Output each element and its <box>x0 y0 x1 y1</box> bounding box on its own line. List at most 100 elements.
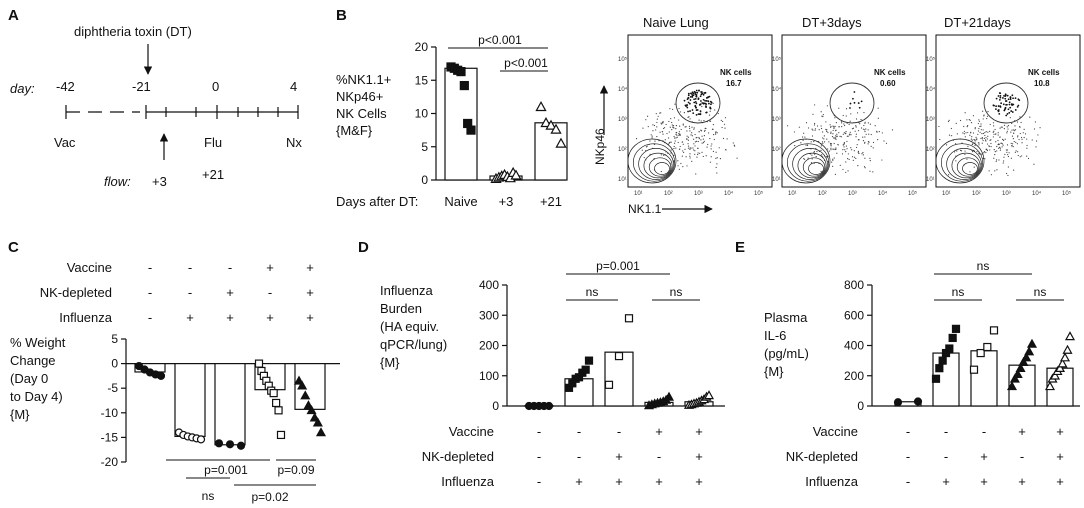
flow-event <box>964 150 966 152</box>
panel-letter-a: A <box>8 7 19 24</box>
flow-event <box>878 131 880 133</box>
nk-gate-event <box>687 92 690 95</box>
flow-event <box>826 105 829 107</box>
flow-event <box>848 134 850 136</box>
flow-event <box>700 112 702 114</box>
flow-event <box>814 104 816 106</box>
nk-gate-event <box>997 95 1000 97</box>
flow-event <box>971 151 974 153</box>
flow-event <box>698 119 700 121</box>
flow-event <box>646 145 648 147</box>
flow-event <box>966 119 968 121</box>
data-point <box>1044 381 1056 391</box>
flow-event <box>694 153 696 155</box>
d-ylabel-line: (HA equiv. <box>380 319 439 334</box>
flow-event <box>828 150 830 152</box>
flow-event <box>870 133 872 136</box>
nk-gate-event <box>704 99 707 102</box>
nk-gate-event <box>705 111 708 114</box>
flow-x-tick: 10³ <box>694 191 703 197</box>
flow-event <box>838 126 840 128</box>
nk-gate-event <box>695 109 698 111</box>
flow-event <box>993 133 995 135</box>
flow-event <box>1011 135 1014 137</box>
flow-event <box>724 127 726 129</box>
flow-event <box>852 159 854 161</box>
data-point <box>1049 370 1061 380</box>
nk-gate-event <box>1016 105 1019 108</box>
flow-event <box>867 129 869 131</box>
flow-event <box>845 108 848 110</box>
flow-xlabel: NK1.1 <box>628 202 662 216</box>
nk-gate-event <box>698 89 700 92</box>
flow-contour <box>946 148 982 180</box>
e-ylabel: Plasma IL-6 (pg/mL) {M} <box>764 310 809 379</box>
flow-event <box>864 130 866 133</box>
data-point <box>274 406 283 415</box>
data-point <box>306 405 317 415</box>
data-point <box>931 374 941 383</box>
treatment-sign: - <box>148 260 152 275</box>
flow-event <box>811 135 814 137</box>
flow-event <box>667 137 670 139</box>
data-point <box>297 380 308 390</box>
flow-event <box>815 147 817 150</box>
flow-event <box>703 130 706 132</box>
flow-event <box>704 127 706 129</box>
flow-event <box>822 131 824 133</box>
flow-y-tick: 10⁴ <box>926 86 936 93</box>
flow-event <box>989 139 991 141</box>
flow-contour <box>786 143 830 182</box>
flow-event <box>646 115 649 117</box>
flow-event <box>839 135 841 137</box>
flow-event <box>811 128 813 130</box>
data-point <box>614 351 624 361</box>
flow-event <box>855 126 857 128</box>
nk-gate-event <box>998 112 1001 115</box>
flow-event <box>982 110 984 112</box>
flow-event <box>830 144 832 146</box>
flow-event <box>841 126 843 128</box>
flow-event <box>830 126 832 128</box>
flow-event <box>701 135 703 137</box>
flow-event <box>877 117 879 119</box>
flow-event <box>825 130 828 132</box>
flow-y-tick: 10³ <box>926 117 935 123</box>
flow-event <box>836 135 838 137</box>
flow-event <box>962 132 964 134</box>
flow-contour <box>781 138 831 184</box>
nk-cell-gate <box>829 82 875 124</box>
data-point <box>969 365 979 374</box>
data-point <box>156 371 166 380</box>
nk-gate-event <box>703 92 706 94</box>
nk-gate-event <box>999 105 1002 108</box>
d-ylabel-line: qPCR/lung) <box>380 337 447 352</box>
treatment-sign: - <box>537 449 541 464</box>
nk-gate-event <box>683 99 686 102</box>
flow-event <box>694 150 696 152</box>
flow-event <box>877 139 879 141</box>
flow-event <box>827 148 829 150</box>
data-point <box>1006 381 1018 391</box>
y-tick-label: 20 <box>415 40 429 54</box>
nk-gate-event <box>1011 103 1013 106</box>
flow-events <box>786 104 894 175</box>
nk-cell-gate <box>675 82 721 124</box>
data-point <box>309 412 320 422</box>
flow-event <box>830 131 832 133</box>
flow-event <box>674 140 676 142</box>
flow-event <box>680 162 682 165</box>
flow-event <box>675 133 677 136</box>
y-tick-label: -10 <box>101 406 119 420</box>
flow-event <box>696 156 698 158</box>
flow-event <box>705 155 707 157</box>
flow-event <box>1003 156 1005 158</box>
flow-event <box>712 124 715 126</box>
flow-event <box>994 151 996 153</box>
flow-event <box>863 142 866 144</box>
flow-event <box>1015 141 1017 143</box>
day-tick-label: 0 <box>212 79 219 94</box>
flow-event <box>849 120 851 122</box>
flow-event <box>694 145 696 147</box>
flow-x-tick: 10² <box>818 191 827 197</box>
